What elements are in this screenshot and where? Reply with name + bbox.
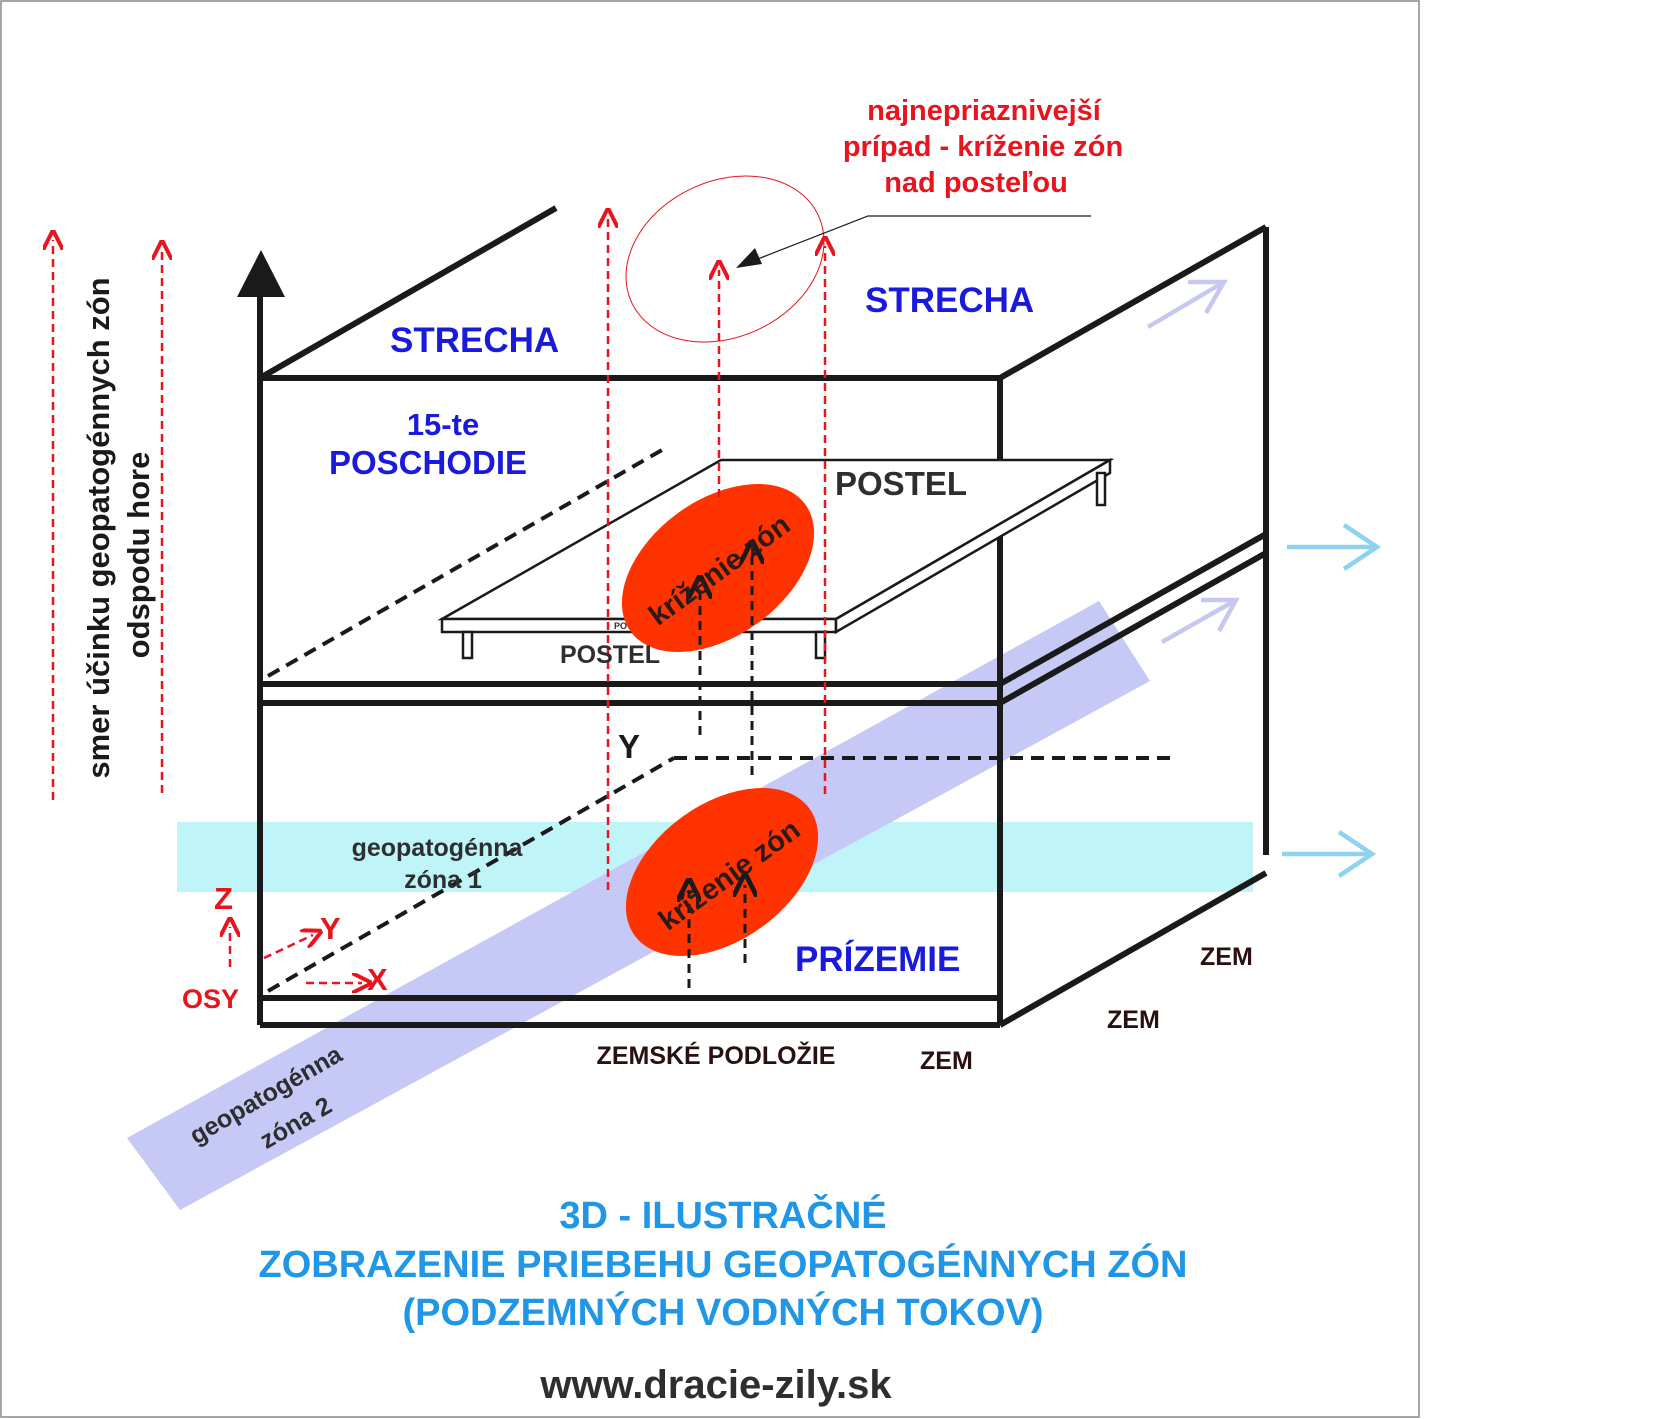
callout-line2: prípad - kríženie zón: [843, 131, 1123, 163]
crossing-zone-lower: [625, 787, 819, 957]
ground-label-3: ZEM: [920, 1047, 973, 1075]
ground-label-1: ZEM: [1200, 943, 1253, 971]
bed-label-bottom: POSTEL: [560, 641, 660, 669]
floor-label-line1: 15-te: [407, 407, 479, 442]
outer-frame: [0, 0, 1420, 1418]
callout-line1: najnepriaznivejší: [867, 95, 1102, 127]
axes-z-label: Z: [214, 881, 233, 916]
axes-x-label: X: [367, 962, 388, 997]
axes-y-label: Y: [320, 911, 341, 946]
vertical-caption-line1: smer účinku geopatogénnych zón: [81, 277, 116, 778]
flow-arrows-lightblue: [1282, 523, 1382, 878]
ground-floor-label: PRÍZEMIE: [795, 939, 960, 979]
z-axis-arrowhead: [237, 250, 285, 297]
title-line3: (PODZEMNÝCH VODNÝCH TOKOV): [402, 1290, 1043, 1334]
floor-label-line2: POSCHODIE: [329, 444, 527, 481]
roof-left-label: STRECHA: [390, 321, 559, 360]
zone-rising-arrows: [689, 552, 752, 988]
bed-label-tiny: PO: [614, 621, 627, 631]
callout-line3: nad posteľou: [884, 167, 1068, 199]
axes-label: OSY: [182, 984, 239, 1014]
title-line1: 3D - ILUSTRAČNÉ: [559, 1192, 886, 1237]
axis-guide-lines: [267, 448, 1176, 993]
vertical-caption-line2: odspodu hore: [121, 452, 156, 659]
callout-ellipse: [625, 175, 825, 343]
effect-direction-arrows: [53, 218, 825, 983]
title-line2: ZOBRAZENIE PRIEBEHU GEOPATOGÉNNYCH ZÓN: [259, 1242, 1188, 1286]
callout-pointer: [749, 215, 1091, 263]
callout-pointer-head: [736, 248, 762, 268]
website-url: www.dracie-zily.sk: [539, 1363, 892, 1407]
subsoil-label: ZEMSKÉ PODLOŽIE: [597, 1040, 836, 1070]
building-box: [257, 205, 1269, 1028]
roof-right-label: STRECHA: [865, 281, 1034, 320]
zone1-label-line1: geopatogénna: [352, 834, 524, 862]
crossing-zone-upper: [621, 483, 815, 653]
ground-label-2: ZEM: [1107, 1006, 1160, 1034]
zone1-label-line2: zóna 1: [404, 866, 482, 894]
axis-y-label: Y: [618, 728, 640, 765]
bed-label-top: POSTEL: [835, 465, 967, 502]
flow-arrows-lavender: [1146, 279, 1240, 644]
